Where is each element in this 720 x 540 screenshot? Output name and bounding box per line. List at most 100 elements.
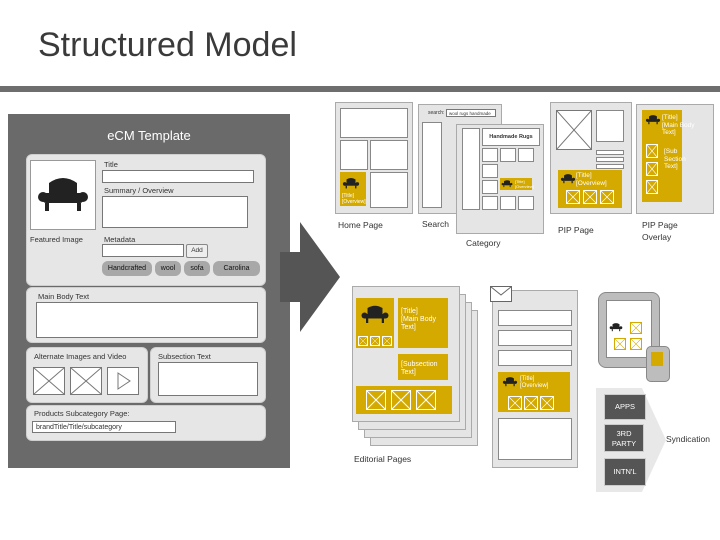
image-placeholder (382, 336, 392, 346)
image-placeholder (70, 367, 102, 395)
pip-overlay-caption-line1: PIP Page (642, 220, 678, 230)
pip-overview: [Title] [Overview] (576, 172, 607, 187)
overlay-body-text: [Title] [Main Body Text] (662, 114, 695, 136)
pip-line (596, 164, 624, 169)
pip-page-caption: PIP Page (558, 225, 594, 235)
video-placeholder (107, 367, 139, 395)
summary-field[interactable] (102, 196, 248, 228)
image-placeholder (646, 180, 658, 194)
image-placeholder (646, 144, 658, 158)
tag-chip[interactable]: sofa (184, 261, 210, 276)
home-tile (370, 140, 408, 170)
image-placeholder (366, 390, 386, 410)
summary-label: Summary / Overview (104, 186, 174, 195)
sofa-icon (560, 174, 576, 184)
slide-title: Structured Model (38, 26, 297, 64)
search-input[interactable]: wool rugs handmade (446, 109, 496, 117)
pip-line (596, 157, 624, 162)
products-path-field[interactable]: brandTitle/Title/subcategory (32, 421, 176, 433)
category-overview: [Title] [Overview] (515, 179, 534, 189)
play-icon (117, 372, 131, 390)
sofa-icon (502, 377, 518, 387)
image-placeholder (524, 396, 538, 410)
category-grid-cell (482, 148, 498, 162)
featured-image-label: Featured Image (30, 235, 83, 244)
pip-detail-block (596, 110, 624, 142)
image-placeholder (391, 390, 411, 410)
category-grid-cell (482, 196, 498, 210)
image-placeholder (646, 162, 658, 176)
category-sidebar (462, 128, 480, 210)
editorial-subsection-block (398, 354, 448, 380)
ecm-template-heading: eCM Template (107, 128, 191, 143)
category-caption: Category (466, 238, 501, 248)
editorial-subsection-text: [Subsection Text] (401, 361, 438, 376)
sofa-icon (645, 115, 661, 125)
main-body-field[interactable] (36, 302, 258, 338)
add-button[interactable]: Add (186, 244, 208, 258)
main-body-label: Main Body Text (38, 292, 90, 301)
featured-image-box (30, 160, 96, 230)
channel-third-party: 3RD PARTY (604, 424, 644, 452)
image-placeholder (416, 390, 436, 410)
channel-apps: APPS (604, 394, 646, 420)
home-page-caption: Home Page (338, 220, 383, 230)
category-heading: Handmade Rugs (482, 128, 540, 146)
sofa-icon (609, 323, 623, 332)
image-placeholder (540, 396, 554, 410)
syndication-label: Syndication (666, 434, 710, 444)
subsection-label: Subsection Text (158, 352, 211, 361)
image-placeholder (630, 338, 642, 350)
tag-chip[interactable]: Handcrafted (102, 261, 152, 276)
image-placeholder (583, 190, 597, 204)
search-caption: Search (422, 219, 449, 229)
tag-chip[interactable]: wool (155, 261, 181, 276)
email-block (498, 330, 572, 346)
alternate-images-label: Alternate Images and Video (34, 352, 127, 361)
metadata-label: Metadata (104, 235, 136, 244)
image-placeholder (33, 367, 65, 395)
search-sidebar (422, 122, 442, 208)
image-placeholder (614, 338, 626, 350)
image-placeholder (370, 336, 380, 346)
subsection-field[interactable] (158, 362, 258, 396)
category-grid-cell (482, 164, 498, 178)
category-grid-cell (500, 196, 516, 210)
home-tile (340, 140, 368, 170)
sofa-icon (342, 178, 360, 189)
home-tile (370, 172, 408, 208)
home-banner (340, 108, 408, 138)
sofa-icon (38, 178, 88, 211)
image-placeholder (630, 322, 642, 334)
phone-screen (651, 352, 663, 366)
envelope-icon (490, 286, 512, 302)
channel-international: INTN'L (604, 458, 646, 486)
overlay-subsection-text: [Sub Section Text] (664, 148, 686, 170)
email-block (498, 418, 572, 460)
home-featured-tile (340, 172, 366, 206)
email-overview: [Title] [Overview] (520, 376, 549, 389)
title-field[interactable] (102, 170, 254, 183)
products-label: Products Subcategory Page: (34, 409, 130, 418)
pip-product-image (556, 110, 592, 150)
pip-line (596, 150, 624, 155)
sofa-icon (361, 305, 389, 323)
home-overview: [Title] [Overview] (342, 193, 366, 205)
tag-chip[interactable]: Carolina (213, 261, 260, 276)
pip-overlay-panel (642, 110, 682, 202)
search-label: search: (428, 110, 445, 116)
pip-overlay-caption-line2: Overlay (642, 232, 672, 242)
editorial-caption: Editorial Pages (354, 454, 412, 464)
category-grid-cell (482, 180, 498, 194)
metadata-field[interactable] (102, 244, 184, 257)
editorial-body-block (398, 298, 448, 348)
editorial-body-text: [Title] [Main Body Text] (401, 308, 437, 331)
sofa-icon (501, 180, 513, 188)
image-placeholder (358, 336, 368, 346)
flow-arrow (280, 222, 340, 332)
email-block (498, 350, 572, 366)
image-placeholder (600, 190, 614, 204)
category-grid-cell (518, 148, 534, 162)
title-divider (0, 86, 720, 92)
